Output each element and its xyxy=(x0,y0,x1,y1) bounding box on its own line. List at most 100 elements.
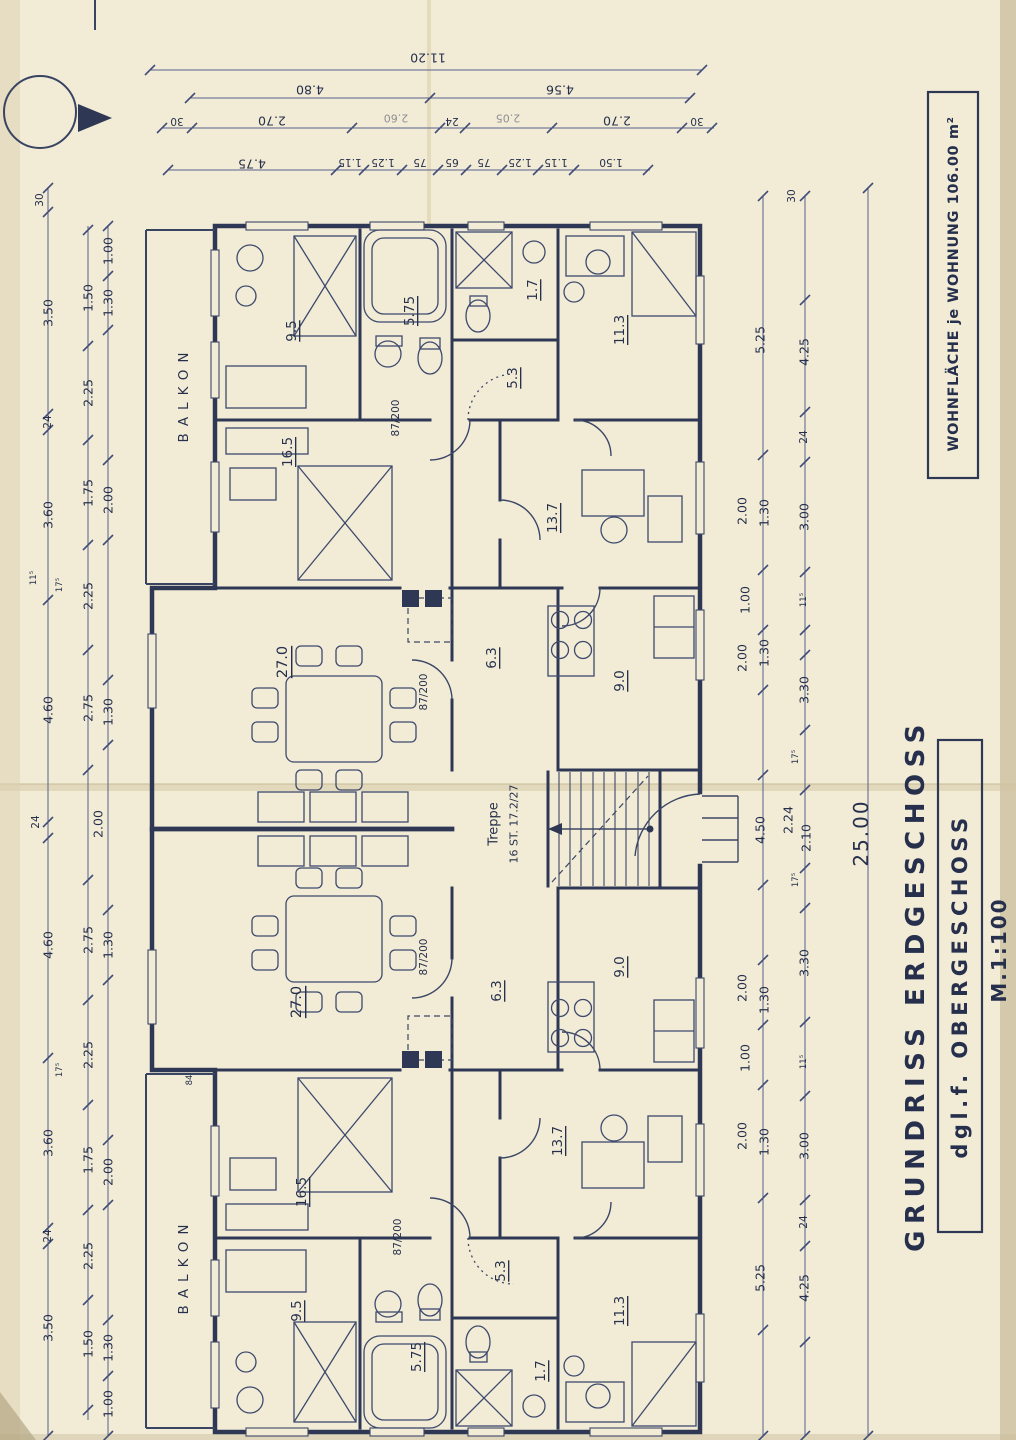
dimension-label: 2.60 xyxy=(384,112,409,125)
wardrobe-symbol xyxy=(225,365,307,409)
dimension-label: 24 xyxy=(42,1229,54,1243)
dimension-label: 11⁵ xyxy=(29,571,39,585)
dimension-label: 1.50 xyxy=(599,156,622,168)
dimension-tick xyxy=(757,1019,769,1031)
dimension-tick xyxy=(642,164,654,176)
dimension-tick xyxy=(799,1090,811,1102)
stair-cut-line xyxy=(551,775,649,883)
dimension-label: 2.00 xyxy=(735,644,750,672)
room-area-label: 11.3 xyxy=(612,1296,628,1326)
dimension-label: 4.75 xyxy=(238,157,266,172)
chimney-symbol xyxy=(402,590,419,607)
dimension-tick xyxy=(102,454,114,466)
dimension-label: 24 xyxy=(798,1215,810,1229)
dimension-tick xyxy=(496,164,508,176)
dimension-tick xyxy=(459,122,471,134)
dimension-tick xyxy=(102,739,114,751)
dimension-tick xyxy=(424,92,436,104)
dimension-tick xyxy=(799,1194,811,1206)
fold-crease-vertical xyxy=(427,0,431,226)
dimension-label: 2.00 xyxy=(735,1122,750,1150)
dimension-tick xyxy=(799,456,811,468)
dotted-door-arc xyxy=(467,373,515,421)
toilet-symbol xyxy=(417,341,443,375)
dimension-label: 2.25 xyxy=(81,582,96,610)
dimension-tick xyxy=(684,92,696,104)
dimension-tick xyxy=(82,434,94,446)
dimension-label: 30 xyxy=(786,189,798,202)
wardrobe-symbol xyxy=(631,231,697,317)
dimension-tick xyxy=(330,164,342,176)
dimension-label: 1.00 xyxy=(101,1390,116,1418)
sideboard-symbol xyxy=(257,791,305,823)
dimension-label: 30 xyxy=(690,115,703,127)
dimension-tick xyxy=(82,764,94,776)
dining-table-symbol xyxy=(285,675,383,763)
dimension-tick xyxy=(144,64,156,76)
dimension-label: 75 xyxy=(477,156,490,168)
stairs-label: Treppe xyxy=(487,802,502,847)
dimension-label: 24 xyxy=(445,115,459,127)
dimension-tick xyxy=(82,1204,94,1216)
dimension-tick xyxy=(757,1430,769,1440)
dimension-tick xyxy=(102,1370,114,1382)
dimension-tick xyxy=(102,1430,114,1440)
dimension-label: 1.75 xyxy=(81,1146,96,1174)
dimension-label: 3.60 xyxy=(41,1129,56,1157)
dimension-label: 2.00 xyxy=(735,497,750,525)
dimension-tick xyxy=(799,902,811,914)
room-13-7-furniture xyxy=(581,469,683,544)
washbasin-symbol xyxy=(522,240,546,264)
room-area-label: 5.75 xyxy=(402,296,418,326)
dimension-label: 5.25 xyxy=(753,326,768,354)
dimension-label: 17⁵ xyxy=(55,578,65,592)
dimension-tick xyxy=(346,122,358,134)
bathtub-symbol xyxy=(363,229,447,323)
room-name-label: BALKON xyxy=(176,1218,192,1315)
stove-symbol xyxy=(547,605,595,677)
dimension-label: 30 xyxy=(34,193,46,206)
room-area-label: 11.3 xyxy=(612,315,628,345)
dimension-tick xyxy=(162,164,174,176)
shower-symbol xyxy=(455,231,513,289)
dimension-tick xyxy=(102,904,114,916)
dimension-tick xyxy=(102,534,114,546)
room-area-label: 6.3 xyxy=(489,980,505,1001)
dimension-tick xyxy=(42,408,54,420)
dimension-label: 1.30 xyxy=(101,1334,116,1362)
dimension-tick xyxy=(799,406,811,418)
dimension-label: 1.30 xyxy=(101,931,116,959)
overall-dimension-label: 25.00 xyxy=(849,799,873,866)
dimension-label: 84 xyxy=(185,1075,195,1086)
drawing-scale: M.1:100 xyxy=(987,897,1011,1002)
dimension-tick xyxy=(82,539,94,551)
dimension-tick xyxy=(799,649,811,661)
dimension-tick xyxy=(42,832,54,844)
dimension-tick xyxy=(156,122,168,134)
dimension-tick xyxy=(42,1052,54,1064)
dimension-tick xyxy=(358,164,370,176)
door-size-label: 87/200 xyxy=(392,1219,404,1256)
door-swing-arcs xyxy=(411,419,612,701)
dimension-label: 65 xyxy=(445,156,458,168)
dimension-tick xyxy=(102,1134,114,1146)
room-area-label: 13.7 xyxy=(550,1126,566,1156)
drawing-subtitle: dgl.f. OBERGESCHOSS xyxy=(948,813,972,1158)
dimension-label: 2.24 xyxy=(781,806,796,834)
dimension-label: 1.50 xyxy=(81,284,96,312)
room-area-label: 5.3 xyxy=(505,367,521,388)
stairs-label: 16 ST. 17.2/27 xyxy=(508,784,521,863)
stair-direction-arrow xyxy=(548,823,562,835)
living-room-furniture xyxy=(251,645,417,823)
dimension-tick xyxy=(676,122,688,134)
dimension-label: 1.25 xyxy=(508,156,531,168)
entrance-door-arc xyxy=(634,793,701,857)
dimension-tick xyxy=(757,769,769,781)
dimension-label: 30 xyxy=(170,115,183,127)
dimension-label: 1.30 xyxy=(757,499,772,527)
dimension-tick xyxy=(186,122,198,134)
door-size-label: 87/200 xyxy=(418,674,430,711)
dimension-label: 4.60 xyxy=(41,696,56,724)
bed-symbol xyxy=(293,235,357,337)
dimension-label: 24 xyxy=(30,815,42,829)
